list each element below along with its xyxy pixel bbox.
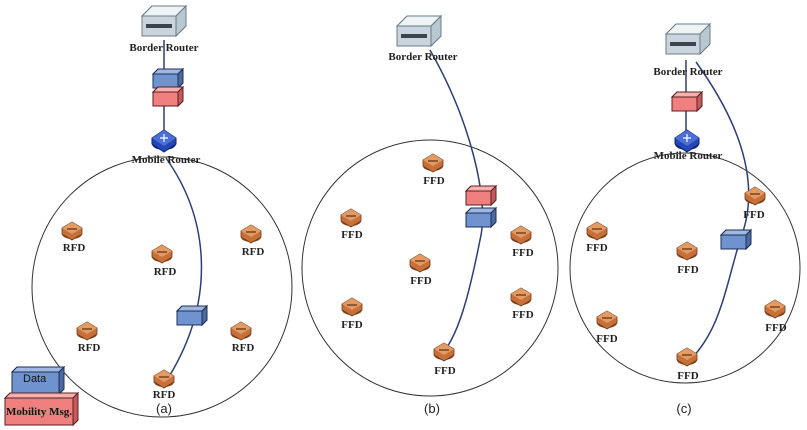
ffd-label: FFD [586,242,607,254]
ffd-label: FFD [410,275,431,287]
device-node-icon [676,347,698,367]
ffd-label: FFD [434,365,455,377]
network-boundary [31,156,293,418]
ffd-label: FFD [512,309,533,321]
route-path [165,157,203,376]
ffd-label: FFD [423,175,444,187]
ffd-label: FFD [743,209,764,221]
legend: Data Mobility Msg. [3,365,80,427]
rfd-label: RFD [153,389,176,401]
network-boundary [301,139,559,397]
legend-mobility-label: Mobility Msg. [6,406,72,418]
device-node-icon [61,221,83,241]
mobility-packet-icon [671,91,703,112]
data-packet-icon [720,229,752,250]
panel-c: Border Router Mobile Router FFD FFD FFD … [569,23,801,416]
route-path [429,49,484,351]
data-packet-icon [176,305,208,326]
device-node-icon [510,225,532,245]
mobile-router-label: Mobile Router [654,150,723,162]
device-node-icon [409,253,431,273]
panel-caption: (c) [676,401,691,416]
ffd-label: FFD [341,229,362,241]
data-packet-icon [465,207,497,228]
device-node-icon [764,299,786,319]
border-router-label: Border Router [388,51,457,63]
device-node-icon [422,153,444,173]
panel-a: Border Router Mobile Router RFD RFD RFD … [31,5,293,418]
border-router-icon [396,15,442,47]
legend-mobility: Mobility Msg. [3,391,80,427]
panel-caption: (a) [156,401,172,416]
device-node-icon [230,321,252,341]
mobile-router-label: Mobile Router [132,154,201,166]
device-node-icon [151,244,173,264]
border-router-icon [141,5,187,37]
ffd-label: FFD [765,322,786,334]
rfd-label: RFD [78,342,101,354]
device-node-icon [340,208,362,228]
mobile-router-icon [151,129,177,153]
device-node-icon [596,310,618,330]
mobility-packet-icon [152,86,184,107]
rfd-label: RFD [242,246,265,258]
device-node-icon [433,342,455,362]
device-node-icon [76,321,98,341]
legend-data-label: Data [23,373,47,385]
device-node-icon [676,241,698,261]
rfd-label: RFD [154,266,177,278]
legend-data: Data [10,365,66,396]
border-router-icon [665,23,711,55]
panel-b: Border Router FFD FFD FFD FFD FFD FFD FF… [301,15,559,416]
ffd-label: FFD [677,370,698,382]
mobility-packet-icon [465,185,497,206]
panel-caption: (b) [424,401,440,416]
data-packet-icon [152,68,184,89]
device-node-icon [510,287,532,307]
device-node-icon [240,224,262,244]
ffd-label: FFD [677,264,698,276]
device-node-icon [341,297,363,317]
border-router-label: Border Router [129,42,198,54]
rfd-label: RFD [232,342,255,354]
rfd-label: RFD [63,242,86,254]
border-router-label: Border Router [653,66,722,78]
device-node-icon [586,221,608,241]
ffd-label: FFD [512,247,533,259]
ffd-label: FFD [596,333,617,345]
network-boundary [569,152,801,384]
mobile-router-icon [674,129,700,153]
ffd-label: FFD [341,319,362,331]
